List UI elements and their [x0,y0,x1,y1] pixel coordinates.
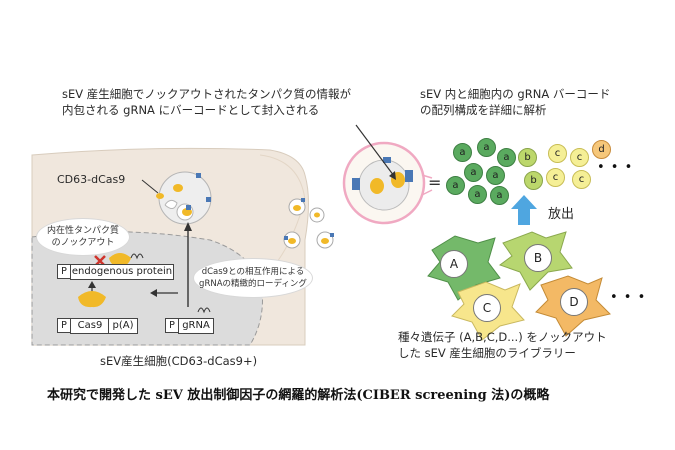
barcode-b-circle: b [518,148,537,167]
cd63-marker [206,197,211,202]
knockout-bubble-line2: のノックアウト [51,238,115,248]
cd63-marker [405,170,413,182]
knockout-bubble: 内在性タンパク質 のノックアウト [36,218,130,256]
barcode-b-circle: b [524,171,543,190]
release-arrow [511,195,537,225]
library-more-dots: • • • [610,290,647,305]
promoter-box-cas9: P [57,318,71,333]
cas9-protein-shape [78,291,106,308]
loading-bubble-line1: dCas9との相互作用による [201,267,305,277]
library-cell-c-label: C [473,294,501,322]
top-right-note-line2: の配列構成を詳細に解析 [420,103,547,117]
secreted-vesicles [283,198,334,249]
barcode-a-circle: a [453,143,472,162]
barcode-c-circle: c [546,168,565,187]
dcas9-on-gene [109,253,131,267]
library-note-line2: した sEV 産生細胞のライブラリー [398,346,576,360]
barcode-d-circle: d [592,140,611,159]
barcode-c-circle: c [548,144,567,163]
equals-sign: = [428,173,442,192]
protein-shape [156,193,164,199]
zoom-leader [421,174,433,179]
cd63-marker [186,205,191,210]
cas9-box: Cas9 [70,318,110,334]
barcode-c-circle: c [570,148,589,167]
library-cell-d-label: D [560,288,588,316]
polya-box: p(A) [108,318,138,334]
library-cell-a-label: A [440,250,468,278]
mvb-invagination [164,199,178,209]
loading-bubble: dCas9との相互作用による gRNAの精緻的ローディング [193,258,313,298]
library-cell-b-label: B [524,244,552,272]
top-right-note-line1: sEV 内と細胞内の gRNA バーコード [420,87,611,101]
cd63-marker [196,173,201,178]
library-note-line1: 種々遺伝子 (A,B,C,D...) をノックアウト [398,330,607,344]
zoom-leader [421,189,433,196]
top-left-note-line2: 内包される gRNA にバーコードとして封入される [62,103,320,117]
barcode-c-circle: c [572,170,591,189]
grna-box: gRNA [178,318,214,334]
barcode-a-circle: a [468,185,487,204]
pointer-arrow [355,124,395,177]
promoter-box-endogenous: P [57,264,71,279]
barcode-a-circle: a [446,176,465,195]
figure-caption: 本研究で開発した sEV 放出制御因子の網羅的解析法(CIBER screeni… [47,388,550,403]
cd63-dcas9-label: CD63-dCas9 [57,173,126,186]
knockout-bubble-line1: 内在性タンパク質 [46,226,119,236]
barcode-a-circle: a [490,186,509,205]
top-left-note-line1: sEV 産生細胞でノックアウトされたタンパク質の情報が [62,87,352,101]
cd63-marker [352,178,360,190]
barcode-more-dots: • • • [597,160,634,175]
grna-hairpin [197,307,211,314]
cd63-pointer [141,179,159,194]
endogenous-protein-box: endogenous protein [70,264,174,280]
barcode-a-circle: a [497,148,516,167]
protein-shape [173,184,183,192]
release-label: 放出 [548,207,575,222]
cd63-marker [383,157,391,163]
barcode-a-circle: a [477,138,496,157]
barcode-a-circle: a [464,163,483,182]
nucleus [31,231,263,346]
loading-bubble-line2: gRNAの精緻的ローディング [199,279,307,289]
producer-cell-label: sEV産生細胞(CD63-dCas9+) [100,354,258,368]
promoter-box-grna: P [165,318,179,333]
barcode-a-circle: a [486,166,505,185]
